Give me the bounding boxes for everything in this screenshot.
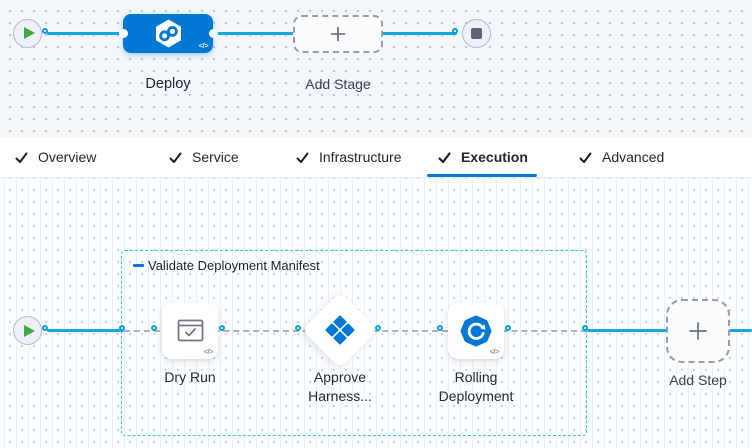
rolling-deployment-icon — [460, 315, 492, 346]
tab-infrastructure[interactable]: Infrastructure — [295, 137, 401, 177]
group-in-port — [118, 325, 125, 331]
step-approve-harness[interactable] — [301, 291, 379, 369]
port — [374, 325, 381, 331]
exec-connector-line — [47, 329, 124, 332]
add-stage-label: Add Stage — [305, 76, 371, 92]
step-label: Rolling Deployment — [438, 369, 514, 404]
collapse-icon[interactable] — [133, 264, 144, 267]
port — [294, 325, 301, 331]
execution-start-node[interactable] — [13, 316, 42, 345]
tab-label: Execution — [461, 149, 528, 165]
stage-config-tabbar: Overview Service Infrastructure Executio… — [0, 137, 752, 178]
tab-advanced[interactable]: Advanced — [578, 137, 664, 177]
tab-overview[interactable]: Overview — [14, 137, 96, 177]
execution-graph-canvas[interactable]: Validate Deployment Manifest </> Dry Run — [0, 178, 752, 448]
port — [436, 325, 443, 331]
harness-cd-icon — [155, 19, 181, 48]
stop-icon — [471, 27, 482, 39]
tab-label: Advanced — [602, 149, 665, 165]
step-dry-run[interactable]: </> — [162, 302, 218, 359]
add-stage-button[interactable] — [293, 14, 383, 53]
port — [150, 325, 157, 331]
tab-label: Service — [192, 149, 239, 165]
check-icon — [169, 152, 182, 163]
play-icon — [23, 27, 35, 39]
check-icon — [438, 151, 451, 163]
step-rolling-deployment[interactable]: </> — [448, 302, 504, 359]
step-label: Approve Harness... — [308, 369, 372, 404]
stage-out-port — [208, 28, 218, 38]
stage-graph-canvas[interactable]: </> Deploy Add Stage — [0, 0, 752, 137]
add-step-button[interactable] — [666, 298, 730, 363]
start-port — [41, 27, 48, 34]
pipeline-start-node[interactable] — [13, 18, 42, 48]
port — [504, 325, 511, 331]
play-icon — [23, 324, 35, 337]
tab-label: Overview — [38, 149, 97, 165]
stage-in-port — [118, 28, 128, 38]
stage-node-deploy[interactable]: </> — [123, 14, 213, 53]
tab-execution[interactable]: Execution — [427, 137, 537, 177]
end-port — [451, 27, 458, 34]
step-group-label: Validate Deployment Manifest — [148, 258, 320, 273]
plus-icon — [689, 321, 707, 340]
yaml-view-icon[interactable]: </> — [489, 346, 500, 356]
yaml-view-icon[interactable]: </> — [203, 346, 214, 356]
plus-icon — [330, 26, 346, 41]
dry-run-icon — [177, 319, 203, 341]
approval-icon — [325, 315, 355, 345]
stage-label: Deploy — [145, 76, 191, 92]
group-out-port — [581, 325, 588, 331]
port — [218, 325, 225, 331]
step-label: Dry Run — [164, 369, 216, 385]
check-icon — [579, 152, 592, 163]
tab-label: Infrastructure — [319, 149, 402, 165]
step-group-validate-deployment-manifest[interactable] — [121, 250, 587, 436]
port — [41, 325, 48, 331]
step-group-header[interactable]: Validate Deployment Manifest — [133, 258, 320, 273]
check-icon — [296, 152, 309, 163]
tab-service[interactable]: Service — [168, 137, 239, 177]
yaml-view-icon[interactable]: </> — [198, 41, 209, 50]
check-icon — [15, 152, 28, 163]
pipeline-end-node[interactable] — [462, 18, 491, 48]
add-step-label: Add Step — [669, 372, 727, 388]
stage-connector-line — [47, 31, 457, 35]
